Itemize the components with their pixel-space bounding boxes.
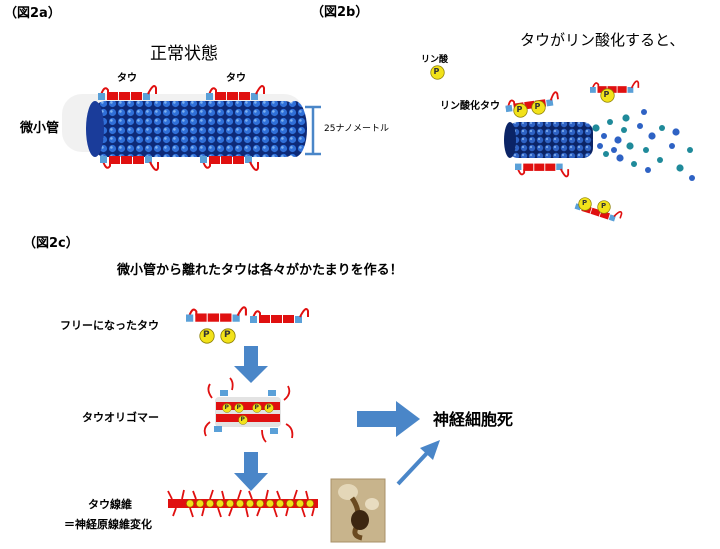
tau-oligomer-icon	[203, 377, 294, 443]
phosphate-mark: P	[240, 415, 245, 423]
tubulin-bead	[622, 114, 630, 122]
phosphate-icon	[266, 499, 274, 508]
tau-label-right: タウ	[226, 73, 246, 84]
tubulin-bead	[592, 124, 600, 132]
fig2b-title: タウがリン酸化すると、	[520, 31, 685, 49]
free-tau-label: フリーになったタウ	[60, 319, 159, 332]
phosphate-icon	[246, 499, 254, 508]
phosphate-icon	[276, 499, 284, 508]
micrograph-image	[330, 478, 386, 543]
phosphate-mark: P	[203, 330, 210, 340]
tubulin-bead	[637, 123, 643, 129]
tubulin-bead	[626, 142, 634, 150]
tubulin-bead	[603, 151, 609, 157]
nft-label: ＝神経原線維変化	[64, 518, 152, 531]
tubulin-bead	[672, 128, 680, 136]
phosphate-label: リン酸	[421, 55, 449, 65]
phosphate-mark: P	[582, 199, 588, 207]
tubulin-bead	[643, 147, 649, 153]
tubulin-bead	[616, 154, 624, 162]
phosphate-icon	[186, 499, 194, 508]
tubulin-bead	[601, 133, 607, 139]
tubulin-bead	[676, 164, 684, 172]
fig2a-title: 正常状態	[150, 44, 218, 64]
phosphate-icon	[256, 499, 264, 508]
tubulin-bead	[659, 125, 665, 131]
fig2c-label: （図2c）	[23, 236, 79, 251]
oligomer-label: タウオリゴマー	[82, 411, 159, 424]
tau-label-left: タウ	[117, 73, 137, 84]
dimension-bracket	[305, 105, 321, 156]
phosphate-mark: P	[603, 89, 610, 99]
phospho-tau-label: リン酸化タウ	[440, 101, 500, 112]
tau-protein-icon	[186, 306, 309, 324]
tubulin-bead	[689, 175, 695, 181]
microtubule-icon	[62, 94, 307, 157]
phosphate-mark: P	[236, 403, 241, 411]
phosphate-mark: P	[601, 202, 607, 210]
fig2a-label: （図2a）	[4, 6, 61, 21]
tubulin-bead	[641, 109, 647, 115]
arrow-down-icon	[234, 346, 268, 491]
arrow-up-right-icon	[396, 440, 440, 486]
tubulin-bead	[645, 167, 651, 173]
phosphate-icon	[286, 499, 294, 508]
tubulin-bead	[669, 143, 675, 149]
dimension-label: 25ナノメートル	[324, 124, 390, 134]
phosphate-mark: P	[266, 403, 271, 411]
phosphate-mark: P	[224, 330, 231, 340]
phosphate-icon	[196, 499, 204, 508]
fig2c-title: 微小管から離れたタウは各々がかたまりを作る！	[117, 263, 403, 278]
cell-death-label: 神経細胞死	[433, 410, 514, 429]
arrow-right-icon	[357, 401, 420, 437]
microtubule-label: 微小管	[20, 121, 60, 136]
phosphate-mark: P	[516, 104, 523, 114]
tubulin-bead	[687, 147, 693, 153]
phosphate-icon	[226, 499, 234, 508]
phosphate-icon	[216, 499, 224, 508]
scattered-tubulin	[592, 109, 695, 181]
tubulin-bead	[614, 136, 622, 144]
tubulin-bead	[611, 147, 617, 153]
tubulin-bead	[621, 127, 627, 133]
phosphate-icon	[296, 499, 304, 508]
phosphate-icon	[186, 499, 314, 508]
phosphate-icon	[236, 499, 244, 508]
phosphate-mark: P	[254, 403, 259, 411]
phosphate-mark: P	[433, 66, 440, 76]
phosphate-icon	[306, 499, 314, 508]
tubulin-bead	[607, 119, 613, 125]
tubulin-bead	[631, 161, 637, 167]
tubulin-bead	[657, 157, 663, 163]
phosphate-mark: P	[534, 101, 541, 111]
fig2b-label: （図2b）	[311, 5, 369, 20]
tubulin-bead	[597, 143, 603, 149]
fiber-label: タウ線維	[88, 498, 132, 511]
tubulin-bead	[648, 132, 656, 140]
microtubule-icon	[504, 122, 593, 158]
phosphate-icon	[206, 499, 214, 508]
phosphate-mark: P	[224, 403, 229, 411]
